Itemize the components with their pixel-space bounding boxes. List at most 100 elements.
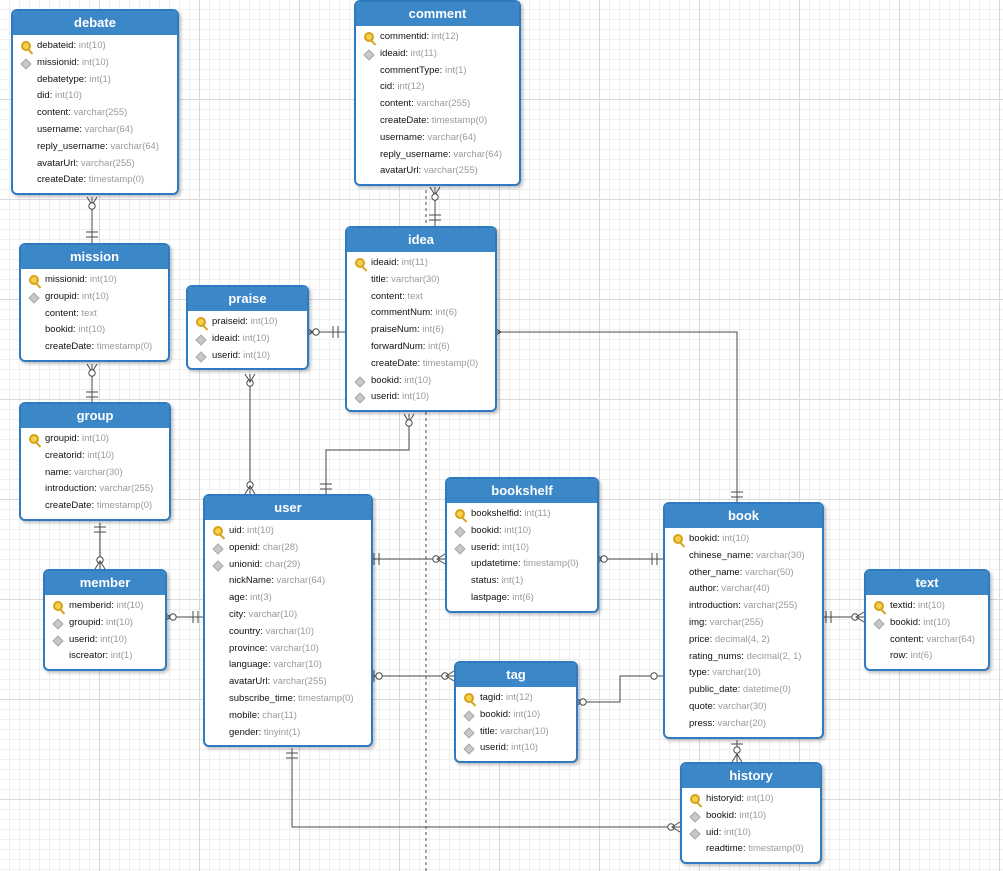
field-row[interactable]: groupid: int(10) bbox=[21, 431, 169, 448]
field-row[interactable]: praiseid: int(10) bbox=[188, 314, 307, 331]
field-row[interactable]: historyid: int(10) bbox=[682, 791, 820, 808]
field-row[interactable]: press: varchar(20) bbox=[665, 716, 822, 733]
field-row[interactable]: username: varchar(64) bbox=[356, 130, 519, 147]
field-row[interactable]: commentNum: int(6) bbox=[347, 305, 495, 322]
field-row[interactable]: avatarUrl: varchar(255) bbox=[13, 156, 177, 173]
field-row[interactable]: avatarUrl: varchar(255) bbox=[356, 163, 519, 180]
field-row[interactable]: content: varchar(255) bbox=[13, 105, 177, 122]
field-row[interactable]: createDate: timestamp(0) bbox=[13, 172, 177, 189]
field-row[interactable]: content: varchar(255) bbox=[356, 96, 519, 113]
field-row[interactable]: unionid: char(29) bbox=[205, 557, 371, 574]
field-row[interactable]: type: varchar(10) bbox=[665, 665, 822, 682]
field-row[interactable]: other_name: varchar(50) bbox=[665, 565, 822, 582]
field-row[interactable]: lastpage: int(6) bbox=[447, 590, 597, 607]
field-row[interactable]: bookid: int(10) bbox=[21, 322, 168, 339]
field-row[interactable]: name: varchar(30) bbox=[21, 465, 169, 482]
field-row[interactable]: updatetime: timestamp(0) bbox=[447, 556, 597, 573]
field-row[interactable]: userid: int(10) bbox=[456, 740, 576, 757]
field-row[interactable]: praiseNum: int(6) bbox=[347, 322, 495, 339]
field-row[interactable]: createDate: timestamp(0) bbox=[347, 356, 495, 373]
field-row[interactable]: bookshelfid: int(11) bbox=[447, 506, 597, 523]
field-row[interactable]: createDate: timestamp(0) bbox=[356, 113, 519, 130]
field-row[interactable]: bookid: int(10) bbox=[456, 707, 576, 724]
field-row[interactable]: bookid: int(10) bbox=[347, 373, 495, 390]
field-row[interactable]: introduction: varchar(255) bbox=[21, 481, 169, 498]
field-row[interactable]: img: varchar(255) bbox=[665, 615, 822, 632]
field-row[interactable]: commentType: int(1) bbox=[356, 63, 519, 80]
field-row[interactable]: age: int(3) bbox=[205, 590, 371, 607]
field-row[interactable]: ideaid: int(11) bbox=[356, 46, 519, 63]
field-row[interactable]: rating_nums: decimal(2, 1) bbox=[665, 649, 822, 666]
field-row[interactable]: groupid: int(10) bbox=[45, 615, 165, 632]
field-row[interactable]: debatetype: int(1) bbox=[13, 72, 177, 89]
field-row[interactable]: mobile: char(11) bbox=[205, 708, 371, 725]
field-row[interactable]: bookid: int(10) bbox=[665, 531, 822, 548]
field-row[interactable]: userid: int(10) bbox=[45, 632, 165, 649]
field-row[interactable]: missionid: int(10) bbox=[13, 55, 177, 72]
field-row[interactable]: city: varchar(10) bbox=[205, 607, 371, 624]
field-row[interactable]: did: int(10) bbox=[13, 88, 177, 105]
field-row[interactable]: price: decimal(4, 2) bbox=[665, 632, 822, 649]
field-row[interactable]: bookid: int(10) bbox=[682, 808, 820, 825]
field-row[interactable]: uid: int(10) bbox=[205, 523, 371, 540]
field-row[interactable]: province: varchar(10) bbox=[205, 641, 371, 658]
field-row[interactable]: forwardNum: int(6) bbox=[347, 339, 495, 356]
field-row[interactable]: content: text bbox=[21, 306, 168, 323]
field-row[interactable]: quote: varchar(30) bbox=[665, 699, 822, 716]
field-row[interactable]: missionid: int(10) bbox=[21, 272, 168, 289]
field-row[interactable]: title: varchar(10) bbox=[456, 724, 576, 741]
field-row[interactable]: userid: int(10) bbox=[347, 389, 495, 406]
field-row[interactable]: createDate: timestamp(0) bbox=[21, 339, 168, 356]
field-row[interactable]: country: varchar(10) bbox=[205, 624, 371, 641]
field-row[interactable]: debateid: int(10) bbox=[13, 38, 177, 55]
field-row[interactable]: public_date: datetime(0) bbox=[665, 682, 822, 699]
field-row[interactable]: uid: int(10) bbox=[682, 825, 820, 842]
field-row[interactable]: bookid: int(10) bbox=[447, 523, 597, 540]
field-row[interactable]: status: int(1) bbox=[447, 573, 597, 590]
field-row[interactable]: username: varchar(64) bbox=[13, 122, 177, 139]
field-row[interactable]: reply_username: varchar(64) bbox=[13, 139, 177, 156]
field-row[interactable]: avatarUrl: varchar(255) bbox=[205, 674, 371, 691]
field-row[interactable]: userid: int(10) bbox=[447, 540, 597, 557]
field-row[interactable]: bookid: int(10) bbox=[866, 615, 988, 632]
field-row[interactable]: content: text bbox=[347, 289, 495, 306]
field-row[interactable]: row: int(6) bbox=[866, 648, 988, 665]
field-row[interactable]: gender: tinyint(1) bbox=[205, 725, 371, 742]
field-row[interactable]: subscribe_time: timestamp(0) bbox=[205, 691, 371, 708]
field-row[interactable]: author: varchar(40) bbox=[665, 581, 822, 598]
field-row[interactable]: ideaid: int(11) bbox=[347, 255, 495, 272]
field-row[interactable]: commentid: int(12) bbox=[356, 29, 519, 46]
field-row[interactable]: introduction: varchar(255) bbox=[665, 598, 822, 615]
field-row[interactable]: content: varchar(64) bbox=[866, 632, 988, 649]
field-row[interactable]: iscreator: int(1) bbox=[45, 648, 165, 665]
field-row[interactable]: language: varchar(10) bbox=[205, 657, 371, 674]
field-row[interactable]: nickName: varchar(64) bbox=[205, 573, 371, 590]
field-row[interactable]: createDate: timestamp(0) bbox=[21, 498, 169, 515]
field-row[interactable]: openid: char(28) bbox=[205, 540, 371, 557]
field-row[interactable]: tagid: int(12) bbox=[456, 690, 576, 707]
field-row[interactable]: cid: int(12) bbox=[356, 79, 519, 96]
field-row[interactable]: readtime: timestamp(0) bbox=[682, 841, 820, 858]
field-row[interactable]: title: varchar(30) bbox=[347, 272, 495, 289]
field-row[interactable]: groupid: int(10) bbox=[21, 289, 168, 306]
field-row[interactable]: creatorid: int(10) bbox=[21, 448, 169, 465]
field-row[interactable]: textid: int(10) bbox=[866, 598, 988, 615]
field-row[interactable]: memberid: int(10) bbox=[45, 598, 165, 615]
field-row[interactable]: chinese_name: varchar(30) bbox=[665, 548, 822, 565]
field-row[interactable]: userid: int(10) bbox=[188, 348, 307, 365]
field-row[interactable]: reply_username: varchar(64) bbox=[356, 147, 519, 164]
field-row[interactable]: ideaid: int(10) bbox=[188, 331, 307, 348]
